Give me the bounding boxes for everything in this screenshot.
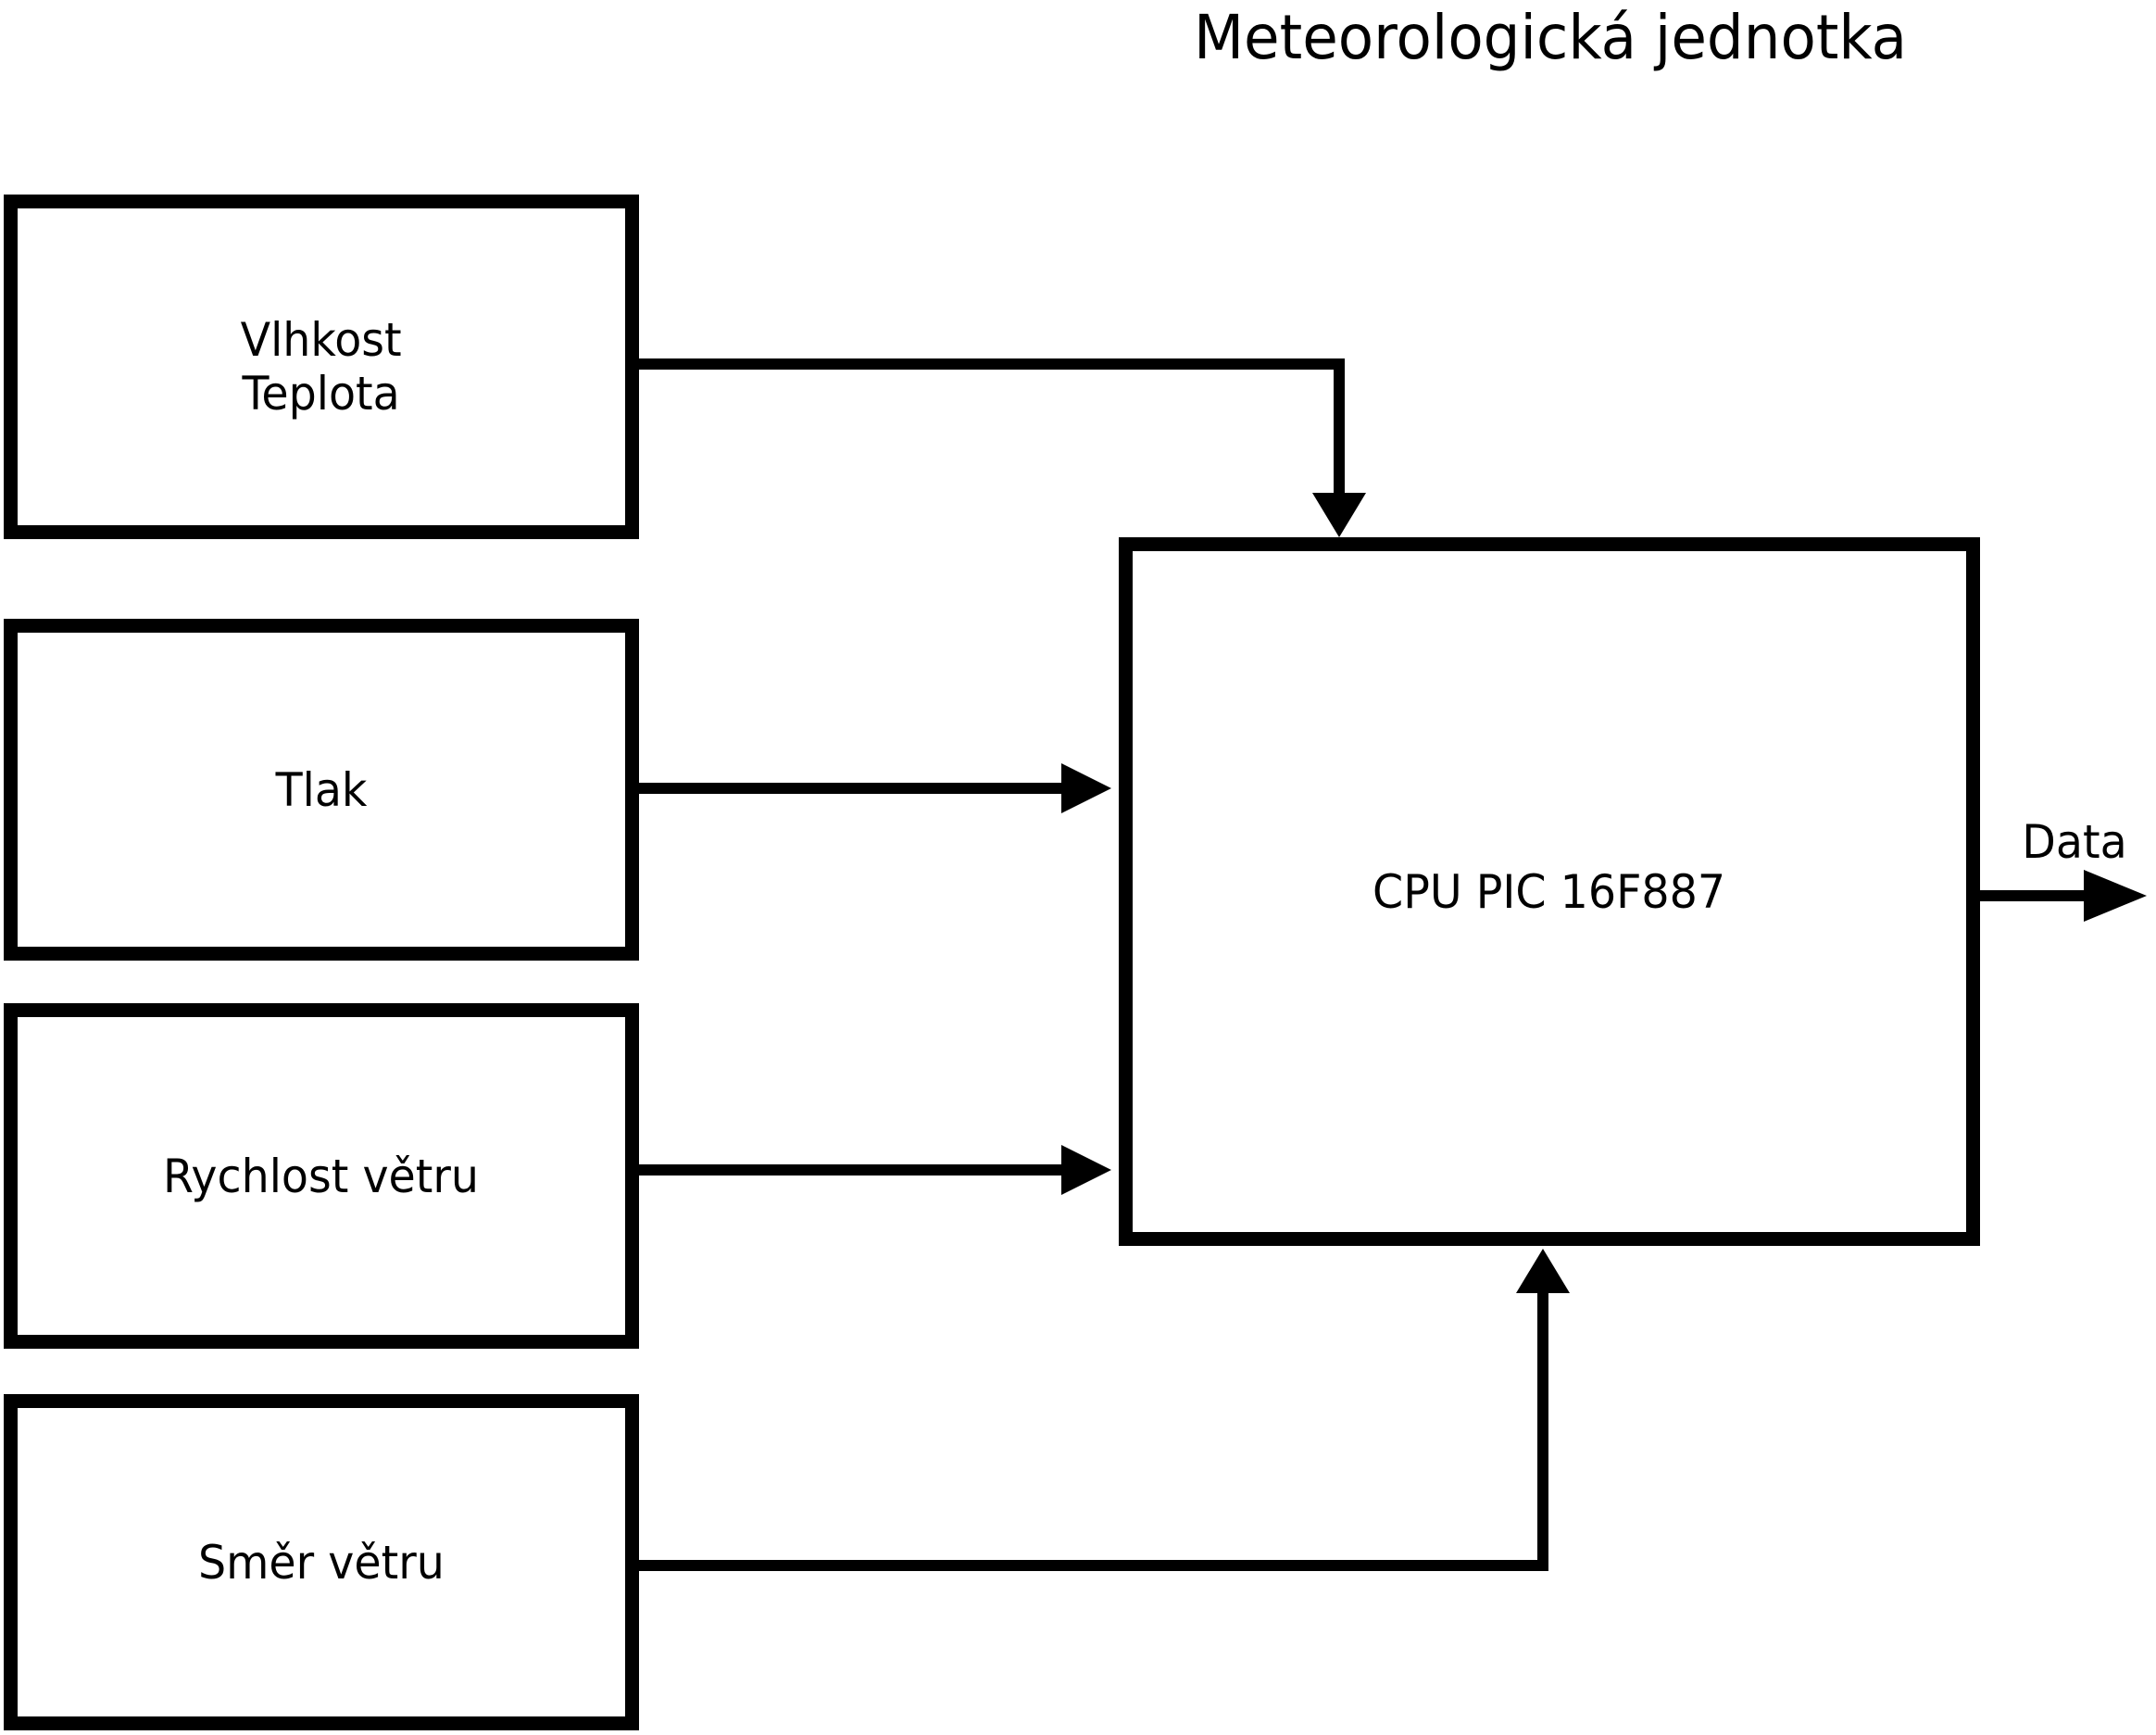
sensor-label-vlhkost: Vlhkost <box>240 313 403 367</box>
sensor-label-tlak: Tlak <box>275 762 368 817</box>
tlak-arrow-line <box>639 783 1063 794</box>
sensor-box-tlak: Tlak <box>4 619 639 961</box>
tlak-arrowhead-right <box>1061 763 1111 813</box>
data-arrowhead-right <box>2084 870 2147 922</box>
sensor-box-vlhkost-teplota: Vlhkost Teplota <box>4 195 639 539</box>
data-output-label: Data <box>2019 815 2129 869</box>
sensor-box-rychlost-vetru: Rychlost větru <box>4 1003 639 1349</box>
sensor-label-teplota: Teplota <box>242 367 401 421</box>
sensor-label-rychlost-vetru: Rychlost větru <box>163 1149 480 1203</box>
smer-arrowhead-up <box>1516 1249 1570 1293</box>
diagram-title: Meteorologická jednotka <box>1175 2 1926 73</box>
data-arrow-line <box>1980 890 2086 901</box>
cpu-label: CPU PIC 16F887 <box>1373 864 1726 919</box>
sensor-label-smer-vetru: Směr větru <box>198 1535 445 1590</box>
vlhkost-arrow-horizontal-line <box>639 358 1345 370</box>
rychlost-arrow-line <box>639 1164 1063 1176</box>
rychlost-arrowhead-right <box>1061 1145 1111 1195</box>
smer-arrow-vertical-line <box>1537 1293 1548 1571</box>
cpu-box: CPU PIC 16F887 <box>1119 537 1980 1246</box>
vlhkost-arrow-vertical-line <box>1334 358 1345 496</box>
diagram-title-text: Meteorologická jednotka <box>1193 2 1908 73</box>
data-output-label-text: Data <box>2022 815 2127 869</box>
vlhkost-arrowhead-down <box>1312 493 1366 537</box>
sensor-box-smer-vetru: Směr větru <box>4 1394 639 1730</box>
smer-arrow-horizontal-line <box>639 1560 1548 1571</box>
